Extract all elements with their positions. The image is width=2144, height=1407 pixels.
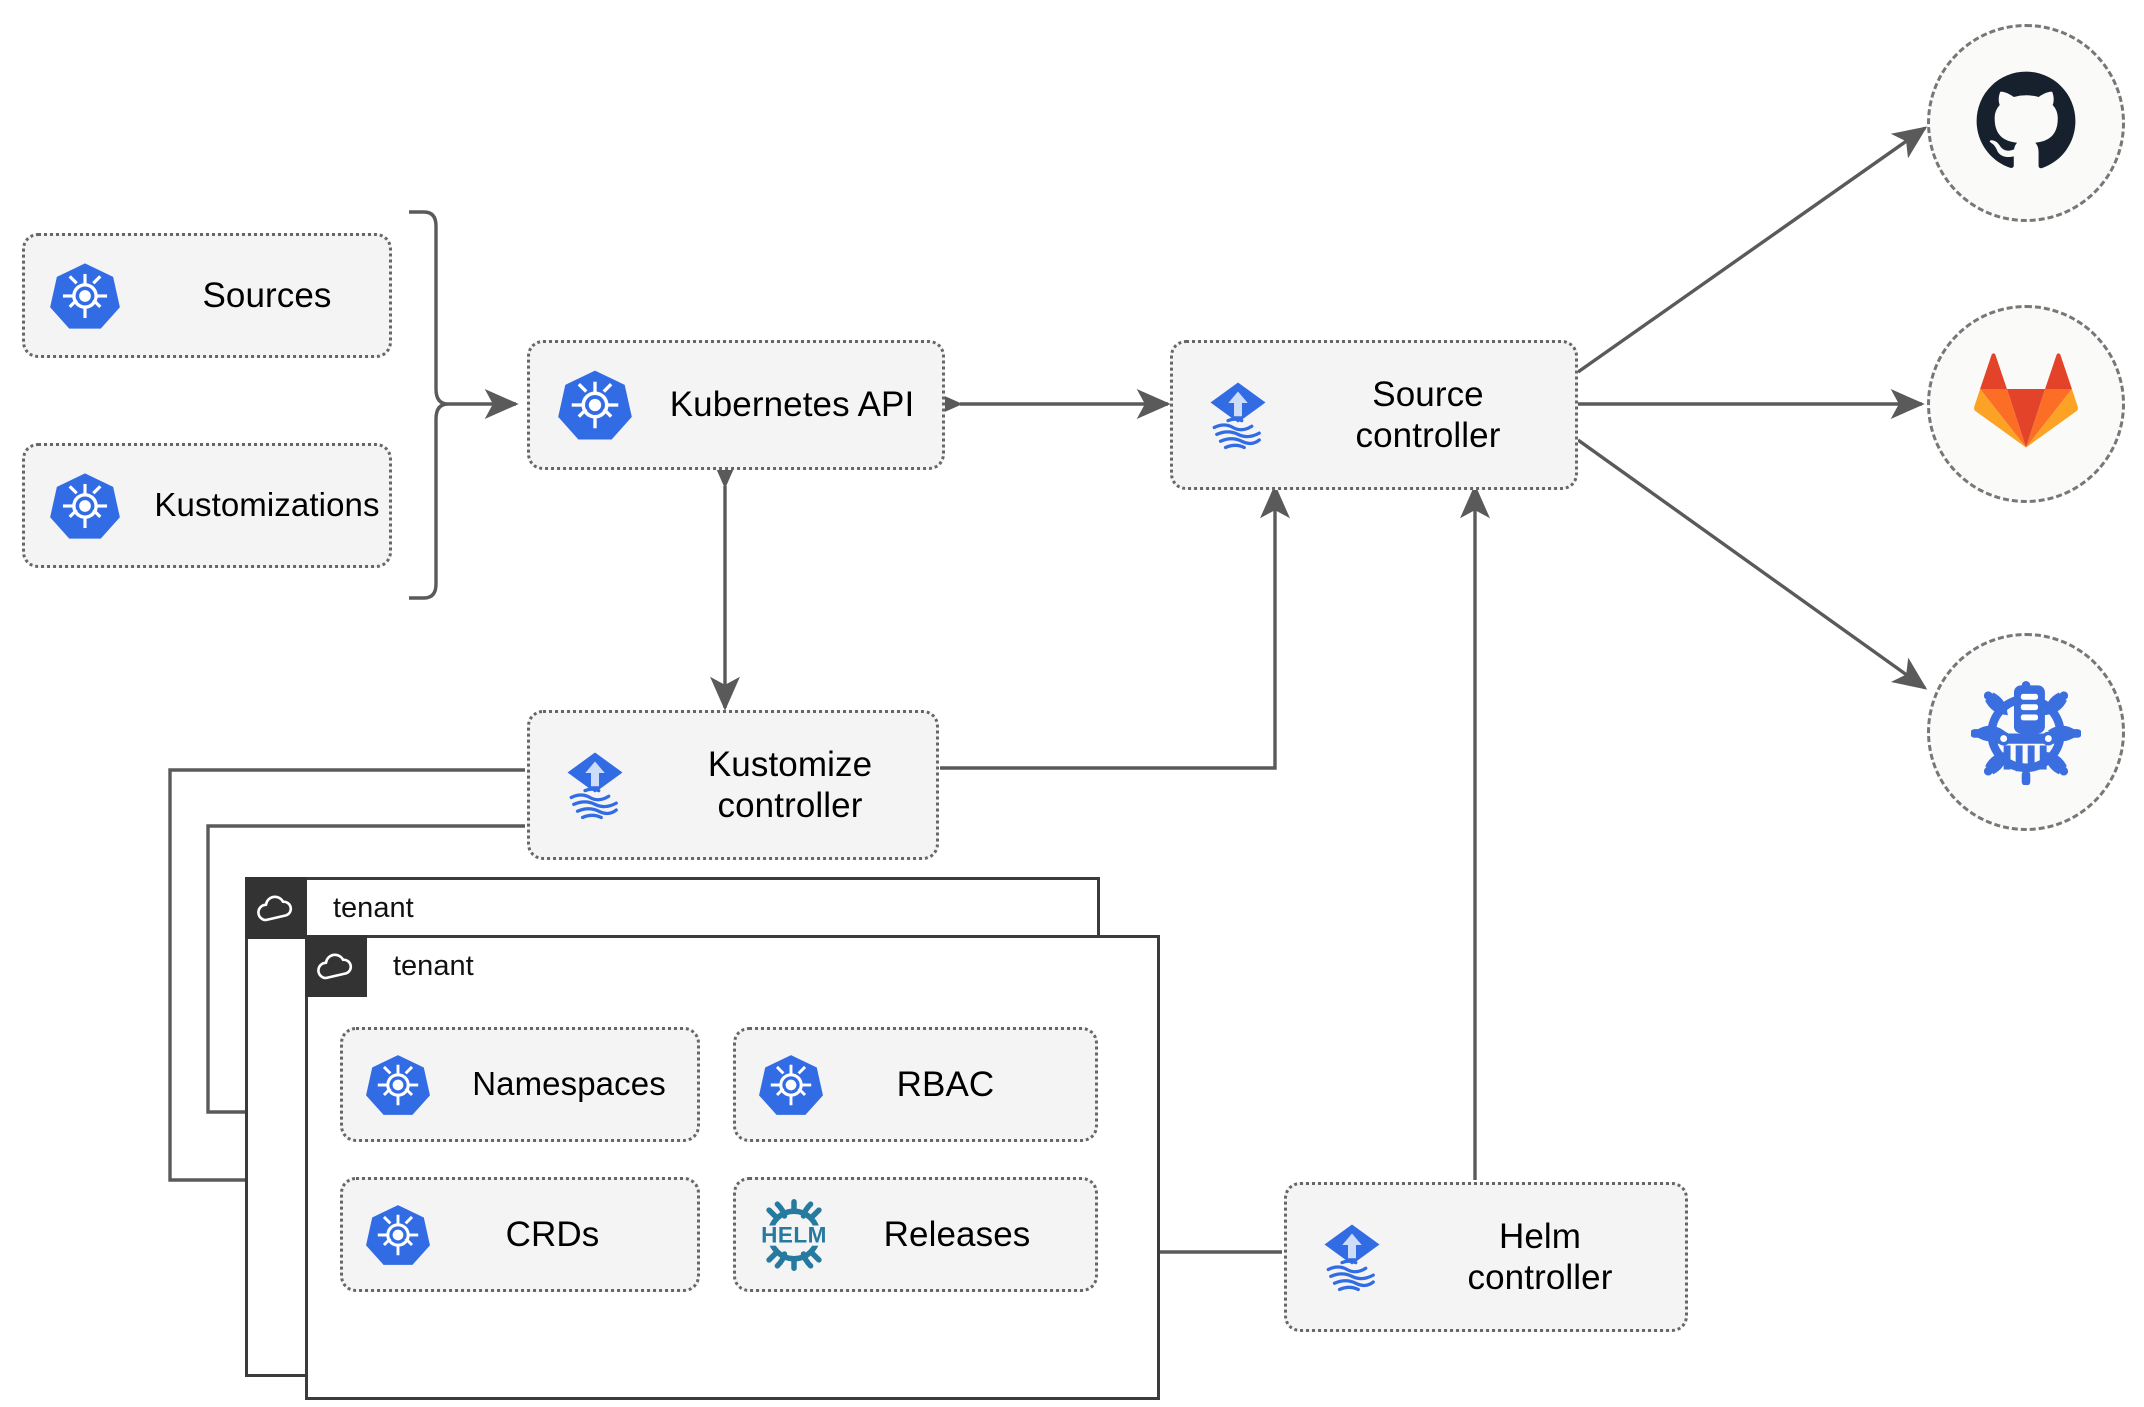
repo-bucket[interactable]	[1927, 633, 2125, 831]
cloud-icon	[305, 935, 367, 997]
edge-source-github	[1577, 126, 1928, 374]
flux-icon	[1173, 375, 1303, 455]
kubernetes-icon	[343, 1202, 453, 1268]
resource-crds[interactable]: CRDs	[340, 1177, 700, 1292]
node-label: Kubernetes API	[669, 385, 915, 425]
cloud-icon	[245, 877, 307, 939]
repo-github[interactable]	[1927, 24, 2125, 222]
node-label: Kustomizations	[154, 486, 380, 524]
node-kustomize-controller[interactable]: Kustomize controller	[527, 710, 939, 860]
node-kubernetes-api[interactable]: Kubernetes API	[527, 340, 945, 470]
node-sources[interactable]: Sources	[22, 233, 392, 358]
tenant-name: tenant	[393, 949, 474, 982]
edge-source-bucket	[1577, 438, 1928, 690]
node-source-controller[interactable]: Source controller	[1170, 340, 1578, 490]
tenant-name: tenant	[333, 891, 414, 924]
resource-label: CRDs	[505, 1214, 600, 1254]
bucket-icon	[1970, 675, 2082, 790]
flux-icon	[530, 745, 660, 825]
kubernetes-icon	[25, 470, 145, 542]
kubernetes-icon	[25, 260, 145, 332]
node-helm-controller[interactable]: Helm controller	[1284, 1182, 1688, 1332]
kubernetes-icon	[736, 1052, 846, 1118]
node-label: Helm controller	[1467, 1216, 1613, 1297]
resource-namespaces[interactable]: Namespaces	[340, 1027, 700, 1142]
resource-rbac[interactable]: RBAC	[733, 1027, 1098, 1142]
flux-icon	[1287, 1217, 1417, 1297]
node-label: Source controller	[1355, 374, 1501, 455]
helm-icon: HELM	[736, 1197, 851, 1273]
edge-kustomize-source	[940, 484, 1290, 770]
node-kustomizations[interactable]: Kustomizations	[22, 443, 392, 568]
node-label: Kustomize controller	[707, 744, 873, 825]
tenant-header: tenant	[305, 935, 474, 997]
node-label: Sources	[202, 275, 332, 315]
github-icon	[1974, 69, 2078, 178]
resource-label: RBAC	[896, 1064, 995, 1104]
resource-label: Releases	[883, 1214, 1031, 1254]
resource-releases[interactable]: HELM Releases	[733, 1177, 1098, 1292]
inputs-bracket	[409, 210, 449, 600]
tenant-header: tenant	[245, 877, 414, 939]
tenant-box-inner[interactable]: tenant	[305, 935, 1160, 1400]
gitlab-icon	[1974, 350, 2078, 459]
svg-text:HELM: HELM	[761, 1222, 827, 1247]
repo-gitlab[interactable]	[1927, 305, 2125, 503]
resource-label: Namespaces	[472, 1065, 666, 1103]
kubernetes-icon	[530, 367, 660, 443]
kubernetes-icon	[343, 1052, 453, 1118]
